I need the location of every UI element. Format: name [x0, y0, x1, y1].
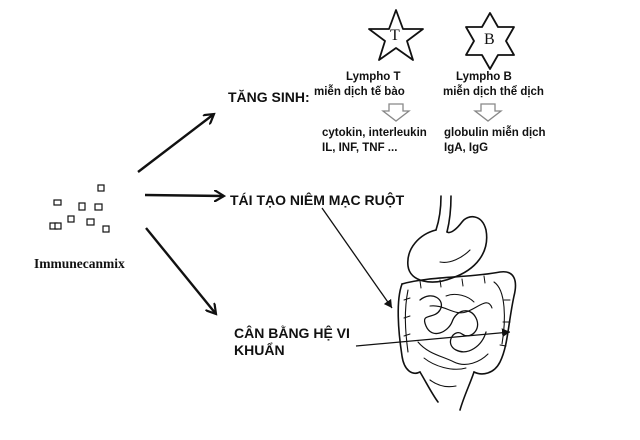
b-cell-role: miễn dịch thể dịch	[443, 86, 544, 98]
effect-microbiota-line2: KHUẨN	[234, 342, 285, 358]
effect-microbiota-line1: CÂN BẰNG HỆ VI	[234, 325, 350, 341]
pointer-microbiota	[355, 328, 511, 347]
t-down-arrow-icon	[381, 103, 411, 122]
b-cell-products-line2: IgA, IgG	[444, 142, 489, 154]
t-cell-products-line2: IL, INF, TNF ...	[322, 142, 398, 154]
b-cell-symbol: B	[484, 31, 495, 48]
t-cell-products-line1: cytokin, interleukin	[322, 127, 427, 139]
granule-particles	[49, 184, 110, 233]
b-cell-products-line1: globulin miễn dịch	[444, 127, 546, 139]
arrow-to-microbiota	[145, 227, 216, 314]
product-name: Immunecanmix	[34, 256, 125, 271]
pointer-mucosa	[321, 207, 393, 309]
effect-proliferation: TĂNG SINH:	[228, 89, 310, 105]
effect-arrows	[137, 114, 224, 314]
t-cell-star-icon	[368, 9, 424, 61]
intestine-illustration	[397, 195, 517, 411]
b-cell-name: Lympho B	[456, 71, 512, 83]
arrow-to-proliferation	[137, 114, 214, 173]
t-cell-symbol: T	[390, 27, 400, 44]
arrow-to-mucosa	[144, 195, 224, 196]
effect-mucosa-regeneration: TÁI TẠO NIÊM MẠC RUỘT	[230, 192, 405, 208]
t-cell-role: miễn dịch tế bào	[314, 86, 405, 98]
down-arrow-icons	[381, 103, 503, 122]
b-cell-star-icon	[465, 12, 515, 70]
pointer-lines	[321, 207, 511, 347]
t-cell-name: Lympho T	[346, 71, 401, 83]
b-down-arrow-icon	[473, 103, 503, 122]
